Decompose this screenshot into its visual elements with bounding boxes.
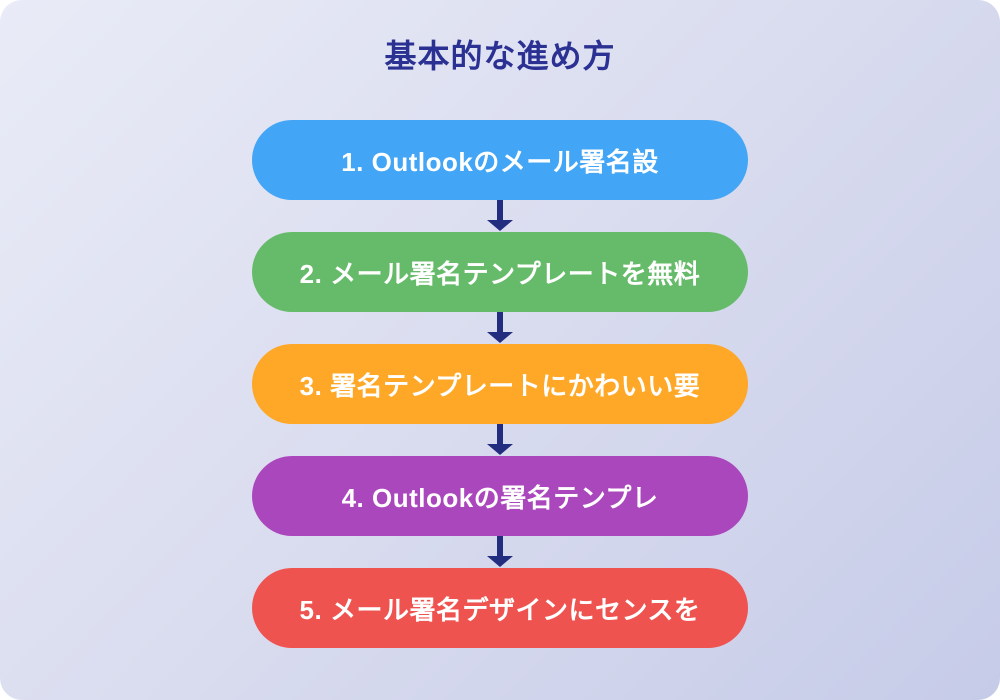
down-arrow-icon — [487, 200, 513, 232]
page-title: 基本的な進め方 — [384, 38, 616, 74]
flow-step-5: 5. メール署名デザインにセンスを — [252, 568, 748, 648]
flow-step-4: 4. Outlookの署名テンプレ — [252, 456, 748, 536]
down-arrow-icon — [487, 312, 513, 344]
flow-step-3: 3. 署名テンプレートにかわいい要 — [252, 344, 748, 424]
flowchart: 1. Outlookのメール署名設 2. メール署名テンプレートを無料 3. 署… — [0, 120, 1000, 648]
flow-step-2: 2. メール署名テンプレートを無料 — [252, 232, 748, 312]
flow-step-1: 1. Outlookのメール署名設 — [252, 120, 748, 200]
down-arrow-icon — [487, 536, 513, 568]
down-arrow-icon — [487, 424, 513, 456]
